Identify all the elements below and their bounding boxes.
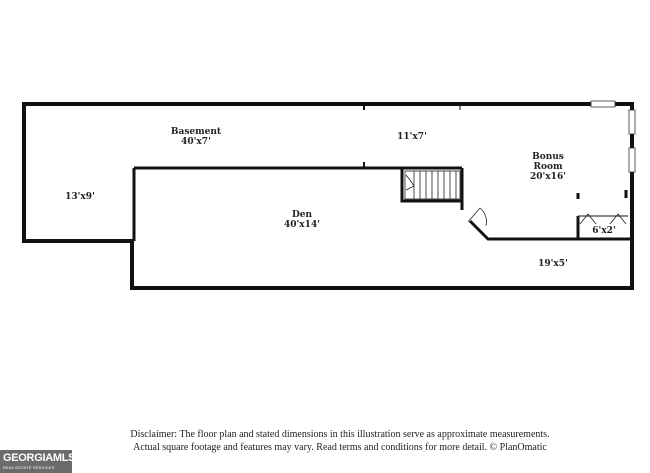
staircase xyxy=(404,170,461,200)
room-label-13x9: 13'x9' xyxy=(58,192,102,202)
disclaimer: Disclaimer: The floor plan and stated di… xyxy=(60,428,620,454)
outer-wall xyxy=(22,102,634,290)
disclaimer-line-1: Disclaimer: The floor plan and stated di… xyxy=(130,429,550,440)
room-dims: 6'x2' xyxy=(592,226,616,236)
room-dims: 13'x9' xyxy=(65,192,95,202)
room-name: Bonus xyxy=(532,152,564,162)
room-dims: 11'x7' xyxy=(397,132,427,142)
den-wall xyxy=(134,166,462,203)
windows xyxy=(590,100,636,173)
georgiamls-logo: GEORGIAMLS REAL ESTATE SERVICES xyxy=(0,450,76,473)
room-dims: 20'x16' xyxy=(530,172,566,182)
closet-doors xyxy=(579,213,627,225)
room-label-bonus-room: Bonus Room 20'x16' xyxy=(520,152,576,182)
angled-wall xyxy=(460,201,632,241)
room-label-den: Den 40'x14' xyxy=(277,210,327,230)
door-swing xyxy=(467,207,487,227)
room-label-19x5: 19'x5' xyxy=(532,259,574,269)
room-dims: 40'x7' xyxy=(181,137,211,147)
room-name: Room xyxy=(533,162,563,172)
room-dims: 19'x5' xyxy=(538,259,568,269)
room-label-6x2: 6'x2' xyxy=(588,226,620,236)
room-label-basement: Basement 40'x7' xyxy=(166,127,226,147)
room-name: Den xyxy=(291,210,313,220)
room-name: Basement xyxy=(170,127,222,137)
logo-name: GEORGIAMLS xyxy=(3,452,76,464)
room-dims: 40'x14' xyxy=(284,220,320,230)
disclaimer-line-2: Actual square footage and features may v… xyxy=(133,442,547,453)
room-label-11x7: 11'x7' xyxy=(392,132,432,142)
logo-tagline: REAL ESTATE SERVICES xyxy=(3,465,55,470)
